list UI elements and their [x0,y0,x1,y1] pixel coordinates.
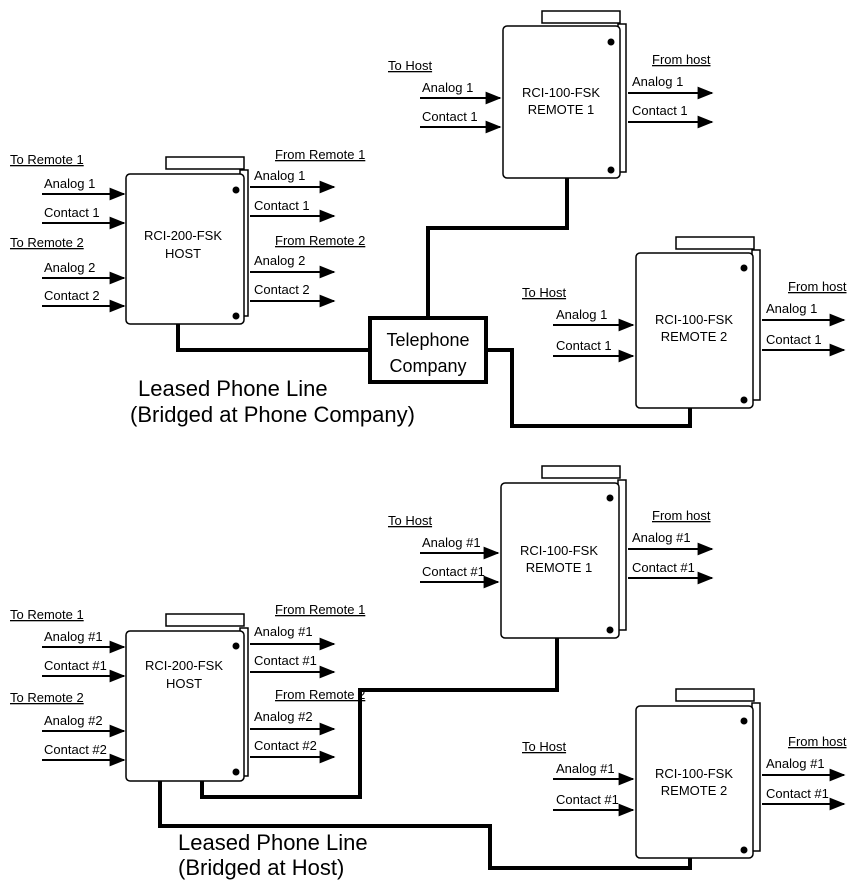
bottom-host-out-analog2-label: Analog #2 [254,709,313,724]
top-host-box [125,173,245,325]
bottom-remote1-sub: REMOTE 1 [526,560,592,575]
top-remote2-out-contact-label: Contact 1 [766,332,822,347]
top-remote2-name: RCI-100-FSK [655,312,733,327]
bottom-host-enclosure: RCI-200-FSK HOST [125,613,249,782]
bolt-icon [607,166,615,174]
bottom-to-remote1-label: To Remote 1 [10,607,84,622]
top-host-out-analog1-label: Analog 1 [254,168,305,183]
top-remote1-from-host-label: From host [652,52,711,67]
top-remote2-sub: REMOTE 2 [661,329,727,344]
bottom-remote2-out-analog-label: Analog #1 [766,756,825,771]
top-from-remote1-label: From Remote 1 [275,147,365,162]
top-host-in-contact1-label: Contact 1 [44,205,100,220]
bottom-to-remote2-label: To Remote 2 [10,690,84,705]
bottom-remote2-from-host-label: From host [788,734,847,749]
bottom-remote1-name: RCI-100-FSK [520,543,598,558]
bottom-host-out-analog1-label: Analog #1 [254,624,313,639]
top-remote1-in-analog-label: Analog 1 [422,80,473,95]
bolt-icon [232,642,240,650]
bottom-remote2-enclosure: RCI-100-FSK REMOTE 2 [635,688,761,859]
top-remote1-sub: REMOTE 1 [528,102,594,117]
bottom-remote1-out-analog-label: Analog #1 [632,530,691,545]
top-to-remote2-label: To Remote 2 [10,235,84,250]
bottom-caption-line2: (Bridged at Host) [178,855,344,880]
top-host-name: RCI-200-FSK [144,228,222,243]
bolt-icon [607,38,615,46]
top-remote1-name: RCI-100-FSK [522,85,600,100]
top-diagram: Telephone Company Leased Phone Line (Bri… [10,10,847,428]
bottom-remote1-in-contact-label: Contact #1 [422,564,485,579]
telephone-label: Telephone [386,330,469,350]
bolt-icon [232,768,240,776]
top-host-line [176,322,370,352]
bottom-remote2-box [635,705,754,859]
top-remote1-box [502,25,621,179]
bolt-icon [740,846,748,854]
top-host-in-analog2-label: Analog 2 [44,260,95,275]
bolt-icon [606,626,614,634]
bottom-host-box [125,630,245,782]
bolt-icon [740,396,748,404]
top-host-sub: HOST [165,246,201,261]
top-remote2-box [635,252,754,409]
bottom-host-in-analog1-label: Analog #1 [44,629,103,644]
top-from-remote2-label: From Remote 2 [275,233,365,248]
bottom-remote2-line [158,752,692,870]
top-remote2-line [478,348,692,428]
top-caption-line1: Leased Phone Line [138,376,328,401]
top-remote2-from-host-label: From host [788,279,847,294]
bottom-remote2-out-contact-label: Contact #1 [766,786,829,801]
top-remote1-line [426,178,569,318]
bolt-icon [740,264,748,272]
bottom-remote1-box [500,482,620,639]
top-remote1-in-contact-label: Contact 1 [422,109,478,124]
top-host-out-contact1-label: Contact 1 [254,198,310,213]
bolt-icon [740,717,748,725]
bottom-from-remote2-label: From Remote 2 [275,687,365,702]
top-remote2-enclosure: RCI-100-FSK REMOTE 2 [635,236,761,409]
bottom-remote2-in-contact-label: Contact #1 [556,792,619,807]
bottom-host-name: RCI-200-FSK [145,658,223,673]
top-host-out-analog2-label: Analog 2 [254,253,305,268]
top-host-in-contact2-label: Contact 2 [44,288,100,303]
company-label: Company [389,356,466,376]
top-host-enclosure: RCI-200-FSK HOST [125,156,249,325]
top-remote1-out-contact-label: Contact 1 [632,103,688,118]
top-remote1-enclosure: RCI-100-FSK REMOTE 1 [502,10,627,179]
top-host-in-analog1-label: Analog 1 [44,176,95,191]
bottom-host-sub: HOST [166,676,202,691]
bottom-remote1-out-contact-label: Contact #1 [632,560,695,575]
top-to-remote1-label: To Remote 1 [10,152,84,167]
telephone-company-box [368,316,488,384]
bottom-remote1-to-host-label: To Host [388,513,432,528]
bottom-remote1-in-analog-label: Analog #1 [422,535,481,550]
bottom-remote1-enclosure: RCI-100-FSK REMOTE 1 [500,465,627,639]
bottom-host-in-contact1-label: Contact #1 [44,658,107,673]
bottom-host-in-analog2-label: Analog #2 [44,713,103,728]
top-remote1-to-host-label: To Host [388,58,432,73]
top-remote2-to-host-label: To Host [522,285,566,300]
top-remote2-out-analog-label: Analog 1 [766,301,817,316]
top-host-out-contact2-label: Contact 2 [254,282,310,297]
top-remote2-in-analog-label: Analog 1 [556,307,607,322]
bottom-host-in-contact2-label: Contact #2 [44,742,107,757]
top-remote1-out-analog-label: Analog 1 [632,74,683,89]
bottom-host-out-contact1-label: Contact #1 [254,653,317,668]
bottom-remote1-from-host-label: From host [652,508,711,523]
top-caption-line2: (Bridged at Phone Company) [130,402,415,427]
bolt-icon [232,312,240,320]
bottom-remote2-to-host-label: To Host [522,739,566,754]
bottom-remote2-in-analog-label: Analog #1 [556,761,615,776]
bottom-from-remote1-label: From Remote 1 [275,602,365,617]
bottom-caption-line1: Leased Phone Line [178,830,368,855]
bottom-diagram: Leased Phone Line (Bridged at Host) RCI-… [10,465,847,880]
bolt-icon [606,494,614,502]
bottom-host-out-contact2-label: Contact #2 [254,738,317,753]
bottom-remote1-line [200,638,559,799]
bolt-icon [232,186,240,194]
top-remote2-in-contact-label: Contact 1 [556,338,612,353]
bottom-remote2-sub: REMOTE 2 [661,783,727,798]
bottom-remote2-name: RCI-100-FSK [655,766,733,781]
